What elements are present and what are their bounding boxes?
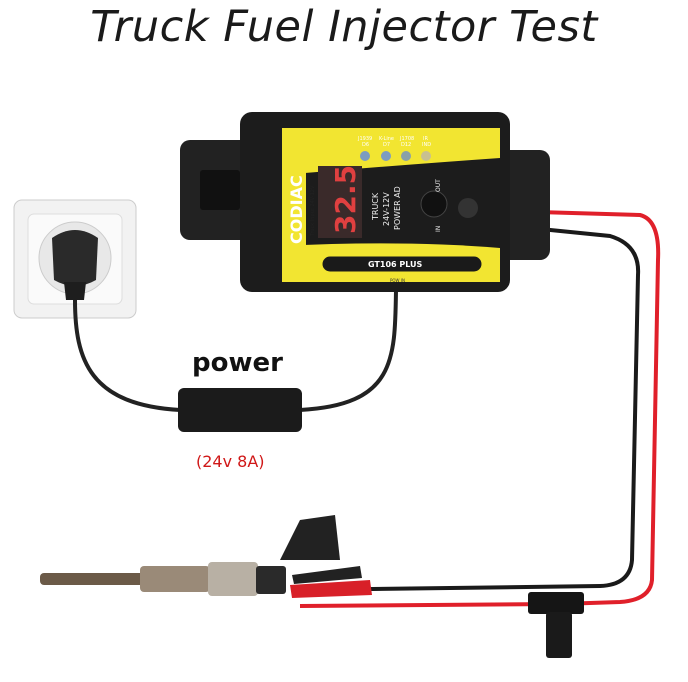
fuel-injector [40,515,340,596]
codiac-gt106-device [180,112,550,292]
alligator-clips [290,566,372,598]
red-lead [299,208,661,608]
led-pin-ind: IND [422,142,431,148]
power-adapter [178,388,302,432]
mode-voltage: 24V-12V [382,192,391,226]
led-label-j1708: J1708 [399,136,414,142]
led-pin-d6: D6 [362,142,369,148]
power-label: power [192,348,283,378]
led-pin-d7: D7 [383,142,390,148]
diagram-title: Truck Fuel Injector Test [90,2,598,52]
input-label: Truck Input 24V-12V [310,185,316,237]
led-pin-d12: D12 [401,142,411,148]
power-plug [52,230,98,300]
mode-truck: TRUCK [371,192,380,221]
out-label: OUT [435,179,442,192]
voltage-display: 32.5 [329,165,362,234]
status-leds [360,151,431,161]
inline-fuse-holder [528,592,584,658]
model-label: GT106 PLUS [368,260,423,269]
power-spec-label: (24v 8A) [196,452,265,471]
led-label-kline: K-Line [379,136,394,142]
led-label-ir: IR [423,136,428,142]
in-label: IN [435,226,442,232]
plug-cable [73,299,181,412]
led-label-j1939: J1939 [357,136,372,142]
pow-in-label: POW IN [390,278,405,283]
black-lead [299,220,641,592]
brand-logo: CODIAC [287,175,306,244]
mode-power-ad: POWER AD [393,186,402,230]
adapter-cable [299,289,398,412]
